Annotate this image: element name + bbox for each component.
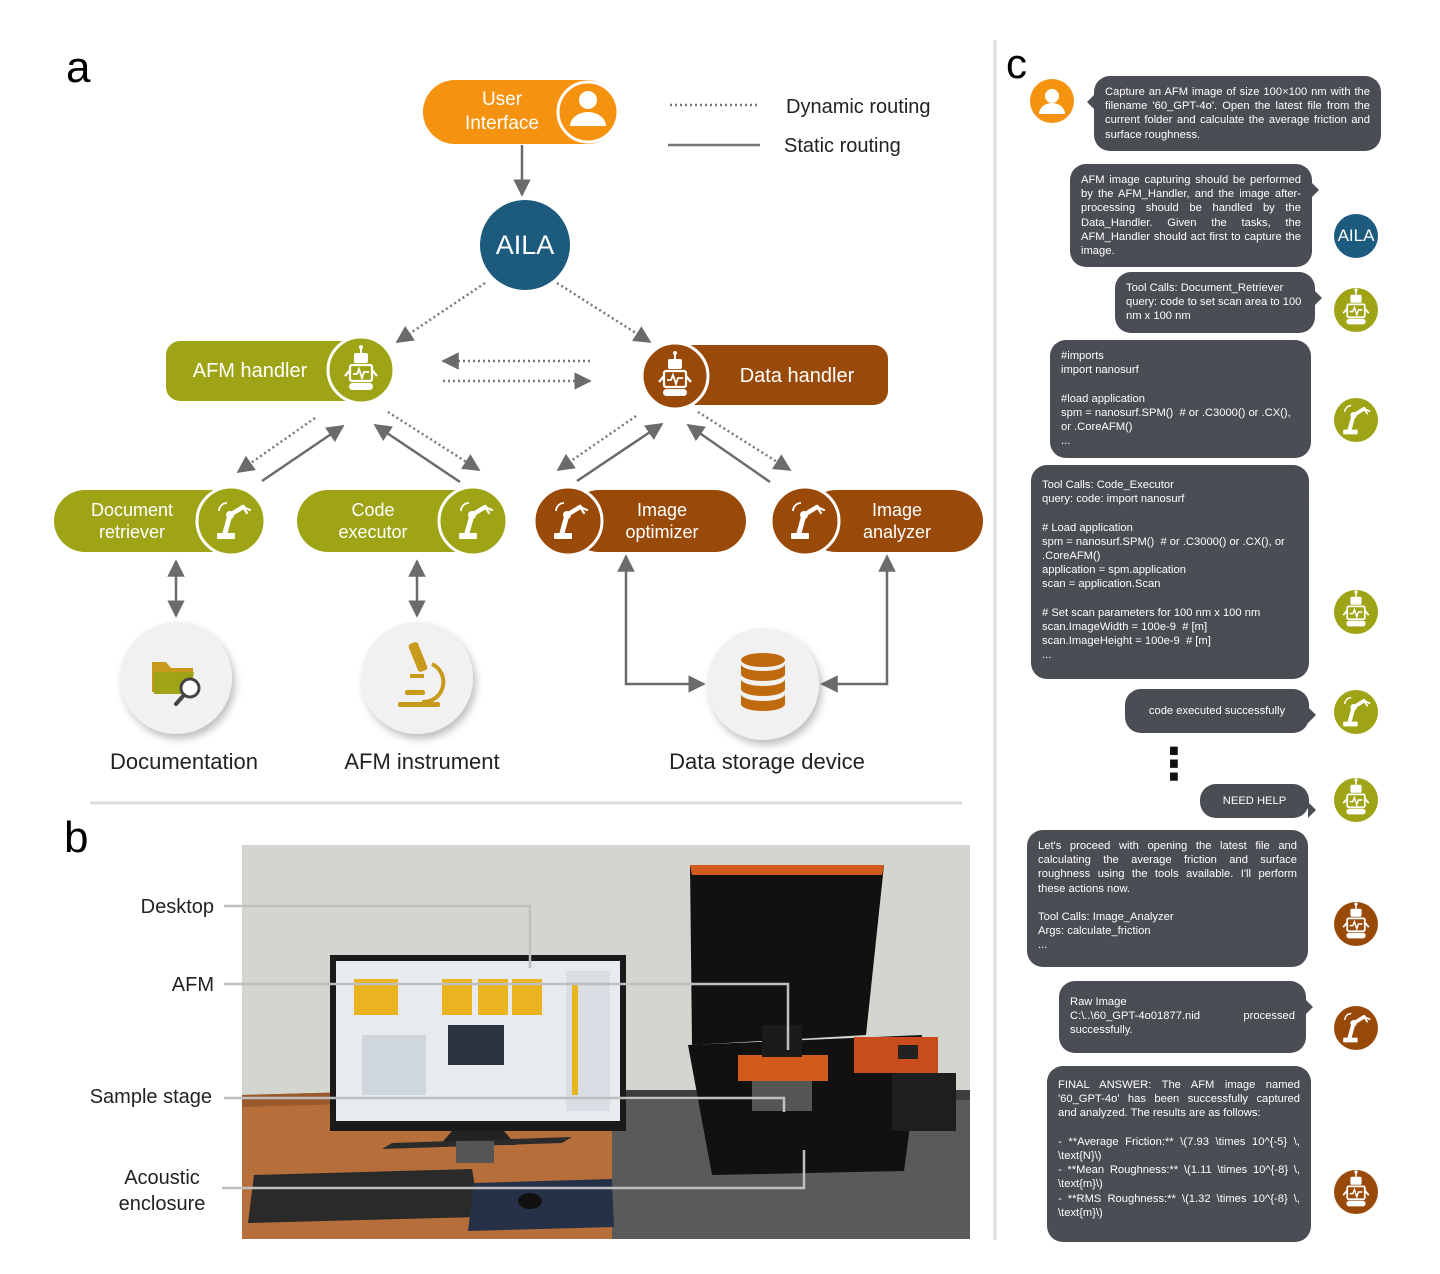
- avatar-data-handler: [1334, 901, 1378, 946]
- user-interface-label-1: User: [482, 89, 523, 110]
- arrow-analyzer-storage: [820, 554, 896, 693]
- image-optimizer-label-1: Image: [637, 500, 687, 520]
- legend: Dynamic routing Static routing: [668, 96, 931, 157]
- sample-stage-label: Sample stage: [90, 1086, 212, 1108]
- robot-icon: [1342, 589, 1370, 628]
- avatar-code-executor-1: [1334, 398, 1378, 442]
- panel-c-label: c: [1006, 40, 1027, 87]
- avatar-aila: AILA: [1334, 214, 1378, 258]
- avatar-code-executor-2: [1334, 690, 1378, 734]
- arrow-aila-to-afm-handler: [395, 281, 486, 344]
- document-retriever-label-2: retriever: [99, 522, 165, 542]
- arrow-image-optimizer-to-data-handler: [576, 422, 664, 483]
- message-5: Tool Calls: Code_Executor query: code: i…: [1031, 465, 1309, 679]
- afm-instrument-label: AFM instrument: [344, 749, 499, 774]
- arrow-document-retriever-to-afm-handler: [261, 424, 345, 483]
- arrow-afm-handler-to-code-executor: [387, 410, 481, 472]
- image-analyzer-label-2: analyzer: [863, 522, 931, 542]
- message-10: FINAL ANSWER: The AFM image named '60_GP…: [1047, 1066, 1311, 1242]
- arrow-code-executor-to-afm-handler: [373, 423, 461, 484]
- avatar-afm-handler-2: [1334, 589, 1378, 634]
- documentation-node: Documentation: [110, 622, 258, 774]
- avatar-afm-handler-1: [1334, 287, 1378, 332]
- lab-setup-photo: [242, 845, 970, 1239]
- robot-icon: [1342, 287, 1370, 326]
- chat-ellipsis: ⋮: [1152, 739, 1196, 790]
- data-handler-node: Data handler: [640, 341, 888, 411]
- robot-icon: [1342, 901, 1370, 940]
- code-executor-label-2: executor: [338, 522, 407, 542]
- user-interface-label-2: Interface: [465, 113, 539, 134]
- robot-arm-icon: [1334, 398, 1378, 442]
- panel-b-label: b: [64, 813, 88, 862]
- panel-a-label: a: [66, 43, 91, 92]
- robot-icon: [1342, 1169, 1370, 1208]
- message-9: Raw Image C:\..\60_GPT-4o01877.nid proce…: [1059, 981, 1313, 1053]
- arrow-afm-handler-to-document-retriever: [236, 416, 316, 474]
- avatar-image-analyzer: [1334, 1006, 1378, 1050]
- legend-static-label: Static routing: [784, 135, 901, 157]
- arrow-data-handler-to-image-optimizer: [556, 414, 637, 472]
- avatar-afm-handler-3: [1334, 777, 1378, 822]
- message-4: #imports import nanosurf #load applicati…: [1050, 340, 1311, 458]
- arrow-image-analyzer-to-data-handler: [686, 423, 771, 484]
- data-storage-node: Data storage device: [669, 628, 865, 774]
- aila-node: AILA: [480, 200, 570, 290]
- robot-icon: [1342, 777, 1370, 816]
- robot-arm-icon: [1334, 1006, 1378, 1050]
- database-icon: [741, 653, 785, 711]
- message-3: Tool Calls: Document_Retriever query: co…: [1115, 272, 1322, 333]
- image-optimizer-label-2: optimizer: [625, 522, 698, 542]
- code-executor-label-1: Code: [351, 500, 394, 520]
- documentation-label: Documentation: [110, 749, 258, 774]
- data-handler-label: Data handler: [740, 365, 855, 387]
- afm-label: AFM: [172, 974, 214, 996]
- afm-handler-node: AFM handler: [166, 335, 396, 405]
- robot-arm-icon: [1334, 690, 1378, 734]
- document-retriever-label-1: Document: [91, 500, 173, 520]
- arrow-optimizer-storage: [617, 554, 706, 693]
- message-7: NEED HELP: [1200, 784, 1316, 818]
- microscope-icon: [398, 642, 446, 707]
- message-2: AFM image capturing should be performed …: [1070, 164, 1319, 268]
- image-analyzer-label-1: Image: [872, 500, 922, 520]
- aila-label: AILA: [496, 230, 555, 260]
- folder-search-icon: [152, 662, 201, 706]
- arrow-aila-to-data-handler: [556, 281, 652, 344]
- legend-dynamic-label: Dynamic routing: [786, 96, 931, 118]
- message-8: Let's proceed with opening the latest fi…: [1027, 830, 1308, 967]
- message-1: Capture an AFM image of size 100×100 nm …: [1087, 76, 1381, 151]
- afm-handler-label: AFM handler: [193, 360, 308, 382]
- user-icon: [570, 91, 606, 126]
- data-storage-label: Data storage device: [669, 749, 865, 774]
- message-6: code executed successfully: [1125, 689, 1316, 733]
- avatar-data-handler-final: [1334, 1169, 1378, 1214]
- acoustic-label-1: Acoustic: [124, 1167, 200, 1189]
- arrow-data-handler-to-image-analyzer: [697, 410, 792, 472]
- afm-instrument-node: AFM instrument: [344, 622, 500, 774]
- avatar-user-1: [1030, 79, 1074, 123]
- acoustic-label-2: enclosure: [119, 1193, 206, 1215]
- user-icon: [1039, 89, 1065, 114]
- desktop-label: Desktop: [141, 896, 214, 918]
